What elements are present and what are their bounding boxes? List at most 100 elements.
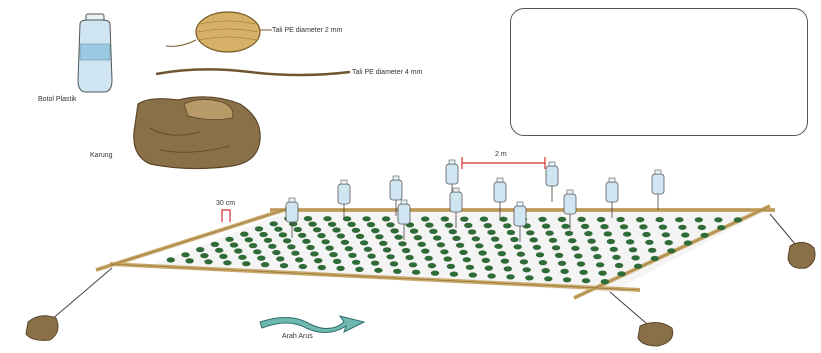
seaweed-clump — [225, 237, 233, 242]
seaweed-clump — [600, 224, 608, 229]
seaweed-clump — [717, 225, 725, 230]
seaweed-clump — [317, 233, 325, 238]
seaweed-clump — [242, 261, 250, 266]
seaweed-clump — [542, 224, 550, 229]
seaweed-clump — [261, 262, 269, 267]
seaweed-clump — [302, 239, 310, 244]
seaweed-clump — [574, 253, 582, 258]
seaweed-clump — [631, 255, 639, 260]
seaweed-clump — [291, 251, 299, 256]
spacing-label: 2 m — [495, 151, 507, 158]
seaweed-clump — [375, 234, 383, 239]
seaweed-clump — [336, 266, 344, 271]
seaweed-clump — [507, 230, 515, 235]
seaweed-clump — [487, 230, 495, 235]
seaweed-clump — [398, 241, 406, 246]
seaweed-clump — [526, 230, 534, 235]
seaweed-clump — [587, 239, 595, 244]
seaweed-clump — [259, 232, 267, 237]
seaweed-clump — [623, 232, 631, 237]
seaweed-clump — [555, 253, 563, 258]
seaweed-clump — [450, 272, 458, 277]
seaweed-clump — [306, 245, 314, 250]
seaweed-clump — [371, 228, 379, 233]
seaweed-clump — [215, 248, 223, 253]
seaweed-clump — [659, 225, 667, 230]
inset-frame — [510, 8, 808, 136]
current-label: Arah Arus — [282, 333, 313, 340]
seaweed-clump — [431, 271, 439, 276]
seaweed-clump — [240, 232, 248, 237]
seaweed-clump — [200, 253, 208, 258]
seaweed-clump — [304, 216, 312, 221]
seaweed-clump — [328, 222, 336, 227]
seaweed-clump — [517, 252, 525, 257]
seaweed-clump — [299, 264, 307, 269]
seaweed-clump — [545, 231, 553, 236]
seaweed-clump — [283, 238, 291, 243]
seaweed-clump — [607, 239, 615, 244]
depth-marker — [222, 210, 230, 222]
seaweed-clump — [264, 238, 272, 243]
seaweed-clump — [390, 261, 398, 266]
seaweed-clump — [544, 276, 552, 281]
seaweed-clump — [272, 250, 280, 255]
seaweed-clump — [185, 258, 193, 263]
sack-label: Karung — [90, 152, 113, 159]
seaweed-clump — [287, 244, 295, 249]
seaweed-clump — [656, 217, 664, 222]
seaweed-clump — [468, 229, 476, 234]
seaweed-clump — [167, 257, 175, 262]
seaweed-clump — [579, 270, 587, 275]
seaweed-clump — [394, 235, 402, 240]
float-bottle-icon — [546, 162, 558, 202]
seaweed-clump — [437, 242, 445, 247]
seaweed-clump — [581, 224, 589, 229]
seaweed-clump — [274, 227, 282, 232]
seaweed-clump — [552, 245, 560, 250]
seaweed-clump — [204, 259, 212, 264]
depth-label: 30 cm — [216, 200, 235, 207]
seaweed-clump — [698, 225, 706, 230]
seaweed-clump — [323, 216, 331, 221]
seaweed-clump — [249, 243, 257, 248]
seaweed-clump — [472, 236, 480, 241]
seaweed-clump — [629, 247, 637, 252]
seaweed-clump — [648, 248, 656, 253]
seaweed-clump — [238, 255, 246, 260]
seaweed-clump — [314, 258, 322, 263]
rope-roll-label: Tali PE diameter 2 mm — [272, 27, 342, 34]
seaweed-clump — [410, 229, 418, 234]
seaweed-clump — [460, 217, 468, 222]
seaweed-clump — [367, 254, 375, 259]
seaweed-clump — [445, 223, 453, 228]
spacing-dimension — [462, 157, 545, 169]
seaweed-clump — [447, 264, 455, 269]
seaweed-clump — [487, 273, 495, 278]
seaweed-clump — [219, 254, 227, 259]
seaweed-clump — [510, 237, 518, 242]
seaweed-clump — [295, 257, 303, 262]
seaweed-clump — [558, 217, 566, 222]
seaweed-clump — [341, 240, 349, 245]
rope-line — [156, 69, 350, 75]
seaweed-clump — [409, 262, 417, 267]
sack-icon — [134, 97, 260, 169]
seaweed-clump — [360, 240, 368, 245]
seaweed-clump — [620, 224, 628, 229]
seaweed-clump — [337, 233, 345, 238]
seaweed-clump — [598, 271, 606, 276]
seaweed-clump — [503, 223, 511, 228]
seaweed-clump — [211, 242, 219, 247]
seaweed-clump — [270, 221, 278, 226]
seaweed-clump — [584, 231, 592, 236]
seaweed-clump — [332, 227, 340, 232]
seaweed-clump — [626, 239, 634, 244]
seaweed-clump — [612, 255, 620, 260]
seaweed-clump — [393, 269, 401, 274]
seaweed-clump — [433, 235, 441, 240]
seaweed-clump — [444, 256, 452, 261]
seaweed-clump — [449, 229, 457, 234]
seaweed-clump — [268, 244, 276, 249]
